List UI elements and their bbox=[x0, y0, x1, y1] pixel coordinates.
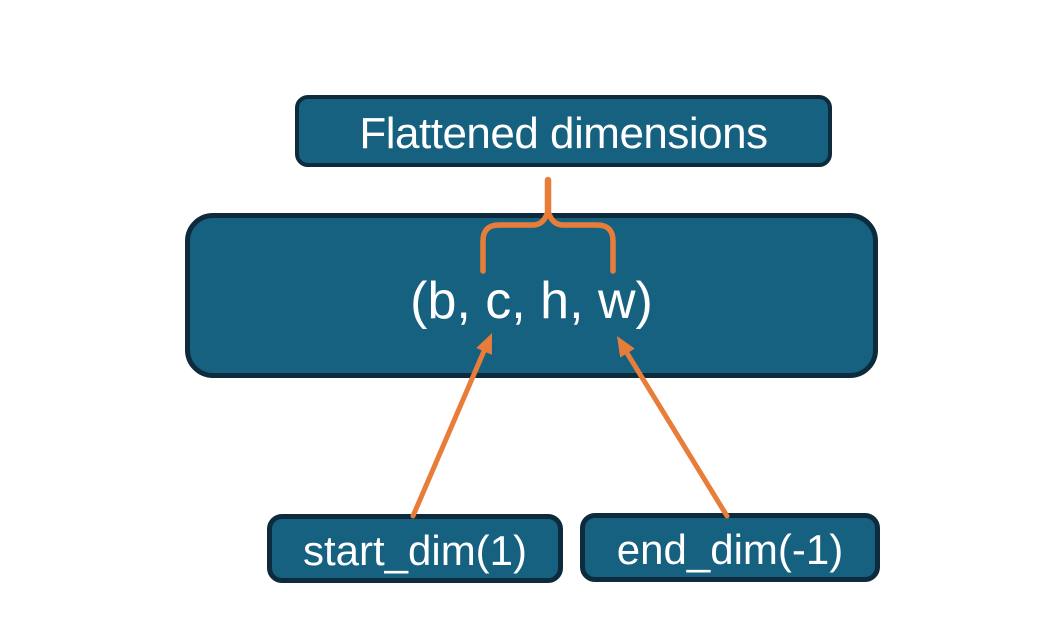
flattened-dimensions-box: Flattened dimensions bbox=[295, 95, 832, 167]
flattened-dimensions-label: Flattened dimensions bbox=[359, 108, 768, 158]
start-dim-label: start_dim(1) bbox=[302, 526, 528, 574]
tensor-shape-label: (b, c, h, w) bbox=[410, 271, 653, 330]
start-dim-box: start_dim(1) bbox=[267, 514, 563, 583]
end-dim-label: end_dim(-1) bbox=[616, 525, 844, 573]
tensor-shape-box: (b, c, h, w) bbox=[185, 213, 878, 378]
end-dim-box: end_dim(-1) bbox=[580, 513, 880, 582]
